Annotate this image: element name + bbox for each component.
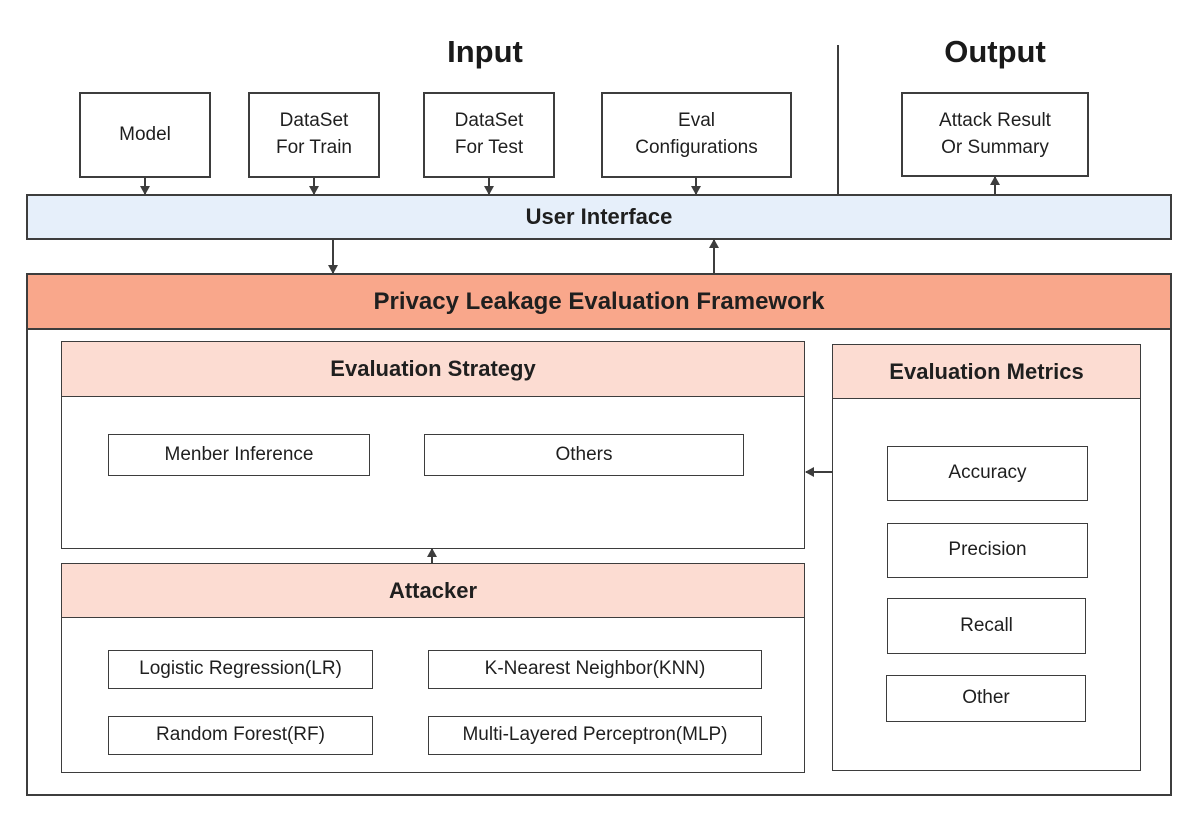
attacker-box-mlp: Multi-Layered Perceptron(MLP) <box>428 716 762 755</box>
attacker-box-logistic-regression: Logistic Regression(LR) <box>108 650 373 689</box>
arrow-train-to-ui <box>308 178 320 195</box>
arrow-config-to-ui <box>690 178 702 195</box>
arrow-attacker-to-strategy <box>426 548 438 563</box>
user-interface-band: User Interface <box>26 194 1172 240</box>
input-title: Input <box>447 34 523 69</box>
evaluation-strategy-header: Evaluation Strategy <box>61 341 805 397</box>
metrics-box-precision: Precision <box>887 523 1088 578</box>
input-output-divider <box>837 45 839 194</box>
attacker-header: Attacker <box>61 563 805 618</box>
user-interface-label: User Interface <box>525 204 673 229</box>
strategy-box-others: Others <box>424 434 744 476</box>
metrics-box-other: Other <box>886 675 1086 722</box>
attacker-title: Attacker <box>388 577 478 603</box>
evaluation-strategy-title: Evaluation Strategy <box>330 356 536 381</box>
arrow-ui-to-framework <box>327 240 339 274</box>
output-title: Output <box>944 34 1046 69</box>
attacker-box-knn: K-Nearest Neighbor(KNN) <box>428 650 762 689</box>
output-box-attack-result: Attack Result Or Summary <box>901 92 1089 177</box>
evaluation-metrics-title: Evaluation Metrics <box>889 358 1084 384</box>
input-box-model: Model <box>79 92 211 178</box>
metrics-box-recall: Recall <box>887 598 1086 654</box>
arrow-metrics-to-strategy <box>805 466 832 478</box>
input-box-eval-configurations: Eval Configurations <box>601 92 792 178</box>
framework-container <box>26 330 1172 796</box>
framework-label: Privacy Leakage Evaluation Framework <box>373 287 825 315</box>
arrow-ui-to-output <box>989 176 1001 194</box>
metrics-box-accuracy: Accuracy <box>887 446 1088 501</box>
arrow-model-to-ui <box>139 178 151 195</box>
attacker-box-random-forest: Random Forest(RF) <box>108 716 373 755</box>
input-box-dataset-test: DataSet For Test <box>423 92 555 178</box>
framework-band: Privacy Leakage Evaluation Framework <box>26 273 1172 330</box>
evaluation-metrics-header: Evaluation Metrics <box>832 344 1141 399</box>
strategy-box-member-inference: Menber Inference <box>108 434 370 476</box>
input-box-dataset-train: DataSet For Train <box>248 92 380 178</box>
arrow-test-to-ui <box>483 178 495 195</box>
arrow-framework-to-ui <box>708 239 720 273</box>
